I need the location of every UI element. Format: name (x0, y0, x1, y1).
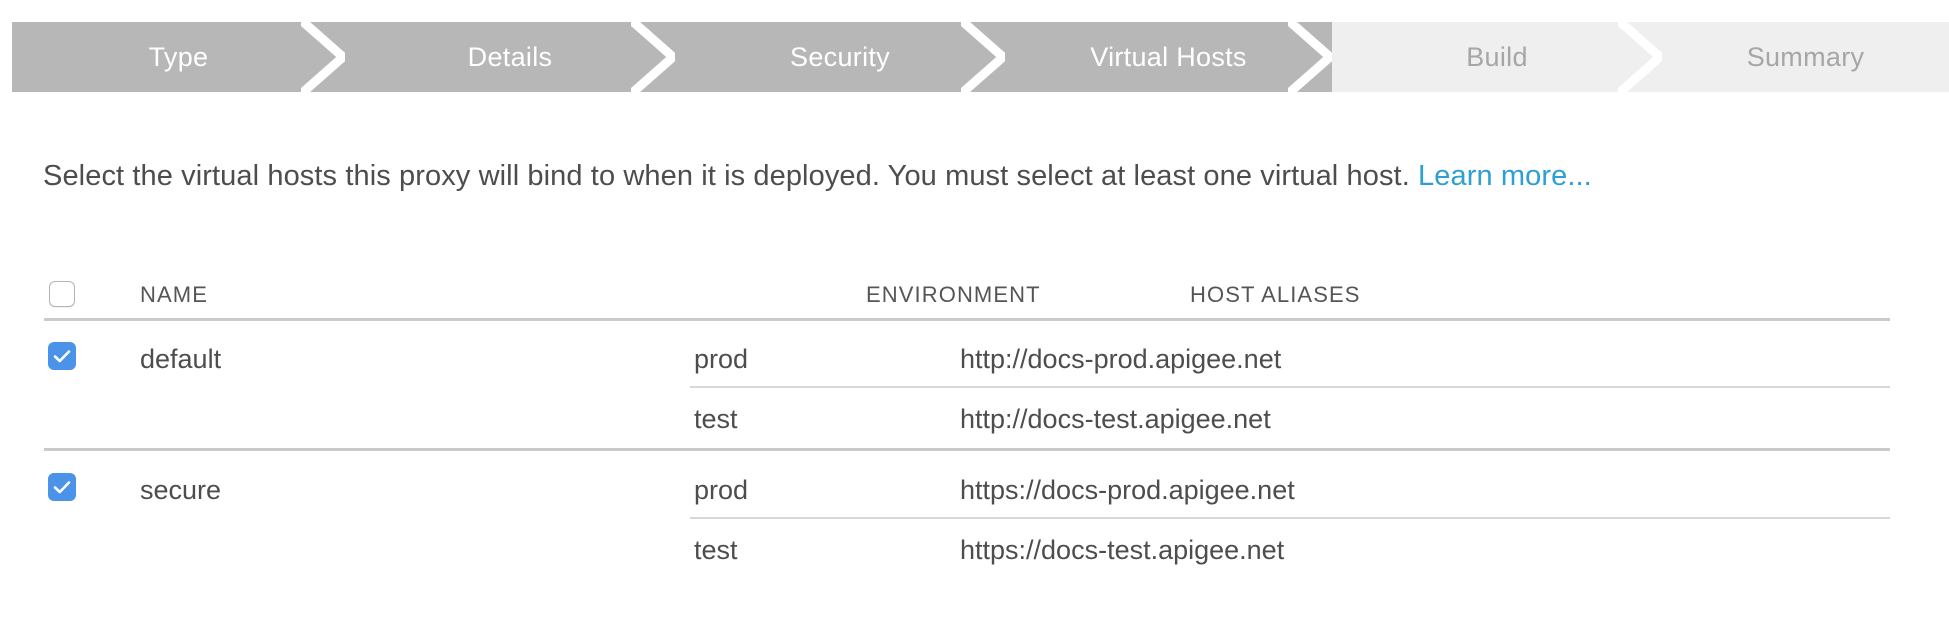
wizard-step-label: Type (148, 41, 209, 72)
cell-environment: prod (694, 475, 749, 505)
table-row: default prod http://docs-prod.apigee.net (44, 328, 1890, 388)
column-header-name: NAME (140, 282, 208, 307)
table-header-row: NAME ENVIRONMENT HOST ALIASES (44, 268, 1890, 321)
cell-virtual-host-name: default (140, 344, 222, 374)
header-divider (44, 318, 1890, 321)
wizard-step-label: Virtual Hosts (1090, 41, 1247, 72)
cell-host-alias: https://docs-prod.apigee.net (960, 475, 1295, 505)
group-divider (44, 448, 1890, 451)
wizard-progress-bar: Type Details Security Virtual Hosts Buil… (12, 22, 1949, 92)
wizard-step-label: Security (790, 41, 890, 72)
wizard-step-label: Details (467, 41, 553, 72)
table-row: test http://docs-test.apigee.net (44, 388, 1890, 448)
cell-host-alias: https://docs-test.apigee.net (960, 535, 1285, 565)
table-row: test https://docs-test.apigee.net (44, 519, 1890, 579)
wizard-step-type[interactable]: Type (12, 22, 345, 92)
select-all-checkbox[interactable] (49, 281, 75, 307)
check-icon (53, 350, 71, 363)
cell-host-alias: http://docs-test.apigee.net (960, 404, 1271, 434)
wizard-step-security[interactable]: Security (675, 22, 1005, 92)
wizard-step-details[interactable]: Details (345, 22, 675, 92)
column-header-host-aliases: HOST ALIASES (1190, 282, 1361, 307)
page-description: Select the virtual hosts this proxy will… (43, 160, 1592, 193)
table-row: secure prod https://docs-prod.apigee.net (44, 459, 1890, 519)
row-divider (690, 386, 1890, 388)
cell-environment: test (694, 404, 738, 434)
row-checkbox[interactable] (48, 342, 76, 370)
cell-environment: test (694, 535, 738, 565)
cell-host-alias: http://docs-prod.apigee.net (960, 344, 1282, 374)
column-header-environment: ENVIRONMENT (866, 282, 1041, 307)
row-divider (690, 517, 1890, 519)
cell-virtual-host-name: secure (140, 475, 222, 505)
wizard-step-build[interactable]: Build (1332, 22, 1662, 92)
wizard-step-virtual-hosts[interactable]: Virtual Hosts (1005, 22, 1332, 92)
cell-environment: prod (694, 344, 749, 374)
wizard-step-summary[interactable]: Summary (1662, 22, 1949, 92)
description-text: Select the virtual hosts this proxy will… (43, 160, 1419, 192)
virtual-hosts-table: NAME ENVIRONMENT HOST ALIASES default pr… (44, 268, 1890, 579)
virtual-host-group: default prod http://docs-prod.apigee.net… (44, 328, 1890, 451)
virtual-host-group: secure prod https://docs-prod.apigee.net… (44, 459, 1890, 579)
row-checkbox[interactable] (48, 473, 76, 501)
learn-more-link[interactable]: Learn more... (1418, 160, 1592, 192)
wizard-step-label: Build (1466, 41, 1528, 72)
wizard-step-label: Summary (1746, 41, 1865, 72)
check-icon (53, 481, 71, 494)
